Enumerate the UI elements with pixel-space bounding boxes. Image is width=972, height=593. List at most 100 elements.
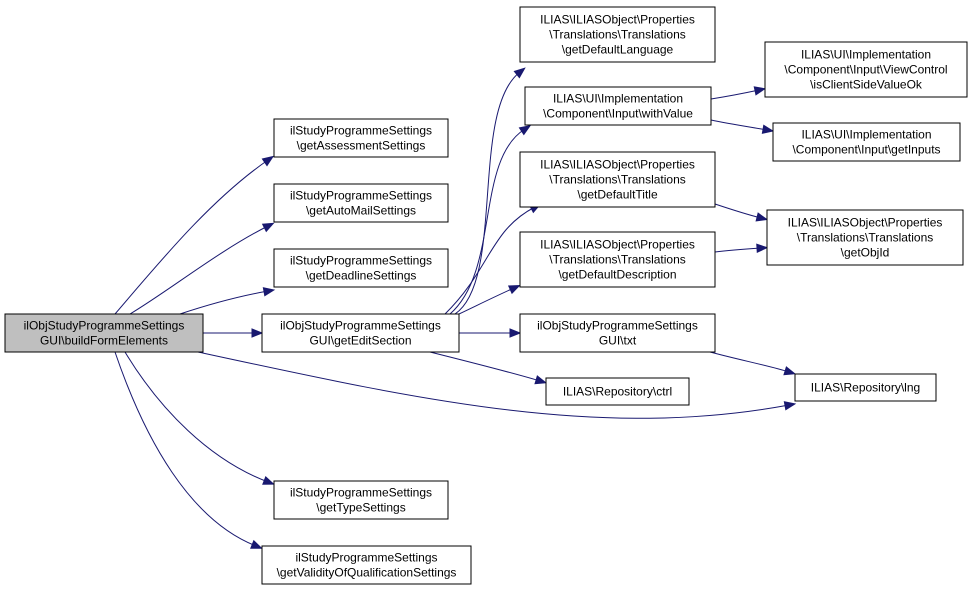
edge-editsection-to-deflang <box>454 67 526 315</box>
node-label-line: ILIAS\ILIASObject\Properties <box>540 158 695 172</box>
node-deftitle[interactable]: ILIAS\ILIASObject\Properties\Translation… <box>519 151 716 208</box>
node-box <box>4 313 204 353</box>
node-getinputs[interactable]: ILIAS\UI\Implementation\Component\Input\… <box>772 122 961 162</box>
edge-line <box>179 290 269 315</box>
edge-arrowhead <box>783 401 797 411</box>
edge-line <box>714 203 762 219</box>
edge-line <box>458 287 515 315</box>
node-box <box>261 313 460 353</box>
node-label-line: \isClientSideValueOk <box>810 78 923 92</box>
node-label-line: ILIAS\UI\Implementation <box>553 92 683 106</box>
node-label-line: ilStudyProgrammeSettings <box>290 189 432 203</box>
node-isclient[interactable]: ILIAS\UI\Implementation\Component\Input\… <box>764 41 968 98</box>
node-label-line: ILIAS\UI\Implementation <box>801 48 931 62</box>
edge-line <box>429 351 541 382</box>
edge-line <box>197 351 790 419</box>
node-ctrl[interactable]: ILIAS\Repository\ctrl <box>545 377 690 406</box>
node-box <box>273 118 449 158</box>
edge-arrowhead <box>261 155 275 167</box>
edge-line <box>710 119 768 131</box>
node-label-line: \Translations\Translations <box>549 253 686 267</box>
node-deflang[interactable]: ILIAS\ILIASObject\Properties\Translation… <box>519 6 716 63</box>
edge-arrowhead <box>251 328 264 338</box>
edge-root-to-assessment <box>114 155 275 315</box>
edge-arrowhead <box>262 287 276 297</box>
node-label-line: ILIAS\ILIASObject\Properties <box>788 216 943 230</box>
node-deadline[interactable]: ilStudyProgrammeSettings\getDeadlineSett… <box>273 248 449 288</box>
edge-txt-to-lng <box>709 351 797 376</box>
node-box <box>519 151 716 208</box>
node-label-line: \Component\Input\ViewControl <box>784 63 947 77</box>
edge-withvalue-to-isclient <box>710 86 767 100</box>
edge-root-to-editsection <box>203 328 264 338</box>
node-box <box>273 183 449 223</box>
edge-arrowhead <box>262 475 275 485</box>
node-label-line: ILIAS\Repository\ctrl <box>563 385 672 399</box>
node-label-line: ILIAS\UI\Implementation <box>801 128 931 142</box>
edge-root-to-type <box>124 351 275 485</box>
node-label-line: ILIAS\ILIASObject\Properties <box>540 13 695 27</box>
edge-arrowhead <box>761 124 775 134</box>
node-type[interactable]: ilStudyProgrammeSettings\getTypeSettings <box>273 480 449 520</box>
node-validity[interactable]: ilStudyProgrammeSettings\getValidityOfQu… <box>261 545 472 585</box>
node-label-line: \getObjId <box>841 246 890 260</box>
edge-line <box>449 128 526 315</box>
node-label-line: \Translations\Translations <box>549 173 686 187</box>
node-box <box>519 313 716 353</box>
edge-line <box>444 206 536 315</box>
node-getobjid[interactable]: ILIAS\ILIASObject\Properties\Translation… <box>766 209 964 266</box>
node-label-line: \getValidityOfQualificationSettings <box>277 566 457 580</box>
node-label-line: ILIAS\ILIASObject\Properties <box>540 238 695 252</box>
edge-editsection-to-txt <box>459 328 522 338</box>
edge-arrowhead <box>753 86 767 96</box>
nodes-layer: ilObjStudyProgrammeSettingsGUI\buildForm… <box>4 6 968 585</box>
node-root[interactable]: ilObjStudyProgrammeSettingsGUI\buildForm… <box>4 313 204 353</box>
edge-root-to-deadline <box>179 287 276 315</box>
node-lng[interactable]: ILIAS\Repository\lng <box>794 373 937 402</box>
node-label-line: GUI\getEditSection <box>309 334 411 348</box>
edge-arrowhead <box>783 366 797 376</box>
edge-editsection-to-ctrl <box>429 351 548 385</box>
node-label-line: ILIAS\Repository\lng <box>811 381 920 395</box>
node-withvalue[interactable]: ILIAS\UI\Implementation\Component\Input\… <box>524 86 712 126</box>
edge-line <box>454 71 521 315</box>
edge-line <box>129 225 269 315</box>
edge-arrowhead <box>534 375 548 385</box>
node-defdesc[interactable]: ILIAS\ILIASObject\Properties\Translation… <box>519 231 716 288</box>
node-label-line: \getDefaultDescription <box>558 268 676 282</box>
edge-deftitle-to-getobjid <box>714 203 769 222</box>
node-label-line: \getDefaultLanguage <box>562 43 674 57</box>
node-box <box>766 209 964 266</box>
node-label-line: GUI\txt <box>599 334 637 348</box>
edge-defdesc-to-getobjid <box>714 243 769 254</box>
node-assessment[interactable]: ilStudyProgrammeSettings\getAssessmentSe… <box>273 118 449 158</box>
edge-arrowhead <box>261 222 275 233</box>
node-box <box>545 377 690 406</box>
node-label-line: \getDefaultTitle <box>577 188 658 202</box>
node-label-line: ilStudyProgrammeSettings <box>290 124 432 138</box>
edge-withvalue-to-getinputs <box>710 119 775 134</box>
node-label-line: GUI\buildFormElements <box>40 334 168 348</box>
node-box <box>519 231 716 288</box>
edges-layer <box>114 67 797 549</box>
edge-arrowhead <box>756 243 769 254</box>
node-label-line: \Translations\Translations <box>549 28 686 42</box>
node-label-line: \getAutoMailSettings <box>306 204 416 218</box>
node-box <box>524 86 712 126</box>
node-label-line: ilStudyProgrammeSettings <box>290 254 432 268</box>
edge-arrowhead <box>518 125 532 136</box>
node-box <box>519 6 716 63</box>
node-label-line: ilObjStudyProgrammeSettings <box>537 319 698 333</box>
node-label-line: \getAssessmentSettings <box>297 139 426 153</box>
edge-line <box>714 247 762 253</box>
node-automail[interactable]: ilStudyProgrammeSettings\getAutoMailSett… <box>273 183 449 223</box>
edge-editsection-to-defdesc <box>458 285 521 315</box>
node-label-line: \Component\Input\withValue <box>543 107 693 121</box>
edge-arrowhead <box>509 328 522 338</box>
node-label-line: ilObjStudyProgrammeSettings <box>280 319 441 333</box>
node-editsection[interactable]: ilObjStudyProgrammeSettingsGUI\getEditSe… <box>261 313 460 353</box>
edge-arrowhead <box>507 285 521 295</box>
edge-arrowhead <box>250 539 263 549</box>
